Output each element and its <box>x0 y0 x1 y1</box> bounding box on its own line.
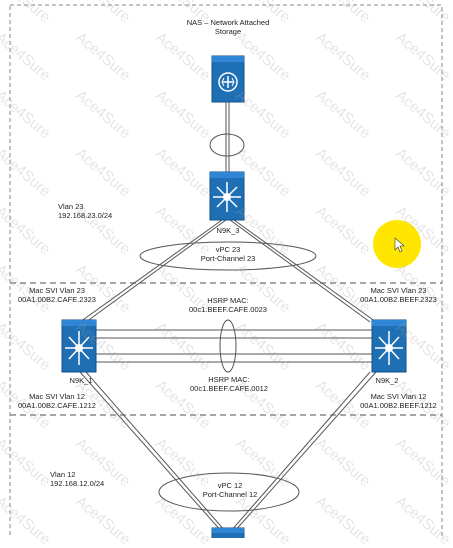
vpc23-port-channel: Port-Channel 23 <box>200 254 256 263</box>
link-n9k1-bottom-b <box>85 371 227 533</box>
n9k1-mac-vlan12-label: Mac SVI Vlan 12 00A1.00B2.CAFE.1212 <box>2 392 112 410</box>
vlan23-label: Vlan 23 192.168.23.0/24 <box>58 202 112 220</box>
hsrp23-label: HSRP MAC: 00c1.BEEF.CAFE.0023 <box>173 296 283 314</box>
nas-port-channel-ellipse <box>209 133 245 157</box>
peer-link-ellipse <box>219 319 237 373</box>
nas-label: NAS – Network Attached Storage <box>168 18 288 36</box>
nas-title-line2: Storage <box>214 27 242 36</box>
n9k2-mac-vlan12-label: Mac SVI Vlan 12 00A1.00B2.BEEF.1212 <box>346 392 451 410</box>
n9k3-switch-icon <box>209 171 245 221</box>
vpc23-ellipse <box>139 241 317 271</box>
vlan23-name: Vlan 23 <box>58 202 84 211</box>
hsrp12-value: 00c1.BEEF.CAFE.0012 <box>190 384 268 393</box>
link-n9k3-n9k1-b <box>85 219 227 323</box>
vlan23-subnet: 192.168.23.0/24 <box>58 211 113 220</box>
hsrp23-value: 00c1.BEEF.CAFE.0023 <box>189 305 267 314</box>
n9k1-mac-vlan23-value: 00A1.00B2.CAFE.2323 <box>18 295 96 304</box>
n9k2-switch-icon <box>371 319 407 373</box>
n9k1-mac-vlan23-label: Mac SVI Vlan 23 00A1.00B2.CAFE.2323 <box>2 286 112 304</box>
vpc23-name: vPC 23 <box>215 245 241 254</box>
n9k2-mac-vlan12-value: 00A1.00B2.BEEF.1212 <box>360 401 437 410</box>
vpc12-ellipse <box>158 472 300 512</box>
n9k2-mac-vlan23-label: Mac SVI Vlan 23 00A1.00B2.BEEF.2323 <box>346 286 451 304</box>
vlan12-subnet: 192.168.12.0/24 <box>50 479 105 488</box>
n9k2-mac-vlan12-title: Mac SVI Vlan 12 <box>370 392 427 401</box>
vlan12-label: Vlan 12 192.168.12.0/24 <box>50 470 104 488</box>
n9k2-mac-vlan23-value: 00A1.00B2.BEEF.2323 <box>360 295 437 304</box>
bottom-switch-icon <box>211 527 245 538</box>
vpc12-port-channel: Port-Channel 12 <box>202 490 258 499</box>
nas-device-icon <box>211 55 245 103</box>
link-n9k3-n9k1-a <box>79 219 223 323</box>
hsrp12-title: HSRP MAC: <box>208 375 250 384</box>
mouse-cursor-icon <box>394 237 405 253</box>
n9k1-mac-vlan23-title: Mac SVI Vlan 23 <box>29 286 85 295</box>
n9k1-switch-icon <box>61 319 97 373</box>
n9k1-mac-vlan12-value: 00A1.00B2.CAFE.1212 <box>18 401 96 410</box>
n9k3-label: N9K_3 <box>216 226 240 235</box>
n9k2-label: N9K_2 <box>375 376 399 385</box>
vlan12-name: Vlan 12 <box>50 470 76 479</box>
link-n9k3-n9k2-a <box>229 219 371 323</box>
hsrp23-title: HSRP MAC: <box>207 296 249 305</box>
n9k1-mac-vlan12-title: Mac SVI Vlan 12 <box>29 392 85 401</box>
vpc12-name: vPC 12 <box>217 481 243 490</box>
outer-dashed-frame <box>9 4 443 538</box>
link-n9k2-bottom-b <box>233 371 377 533</box>
vpc23-label: vPC 23 Port-Channel 23 <box>178 245 278 263</box>
link-n9k3-n9k2-b <box>233 219 377 323</box>
nas-title-line1: NAS – Network Attached <box>186 18 270 27</box>
vpc12-label: vPC 12 Port-Channel 12 <box>180 481 280 499</box>
n9k2-mac-vlan23-title: Mac SVI Vlan 23 <box>370 286 427 295</box>
hsrp12-label: HSRP MAC: 00c1.BEEF.CAFE.0012 <box>174 375 284 393</box>
n9k1-label: N9K_1 <box>69 376 93 385</box>
link-n9k1-bottom-a <box>79 371 223 533</box>
link-n9k2-bottom-a <box>229 371 371 533</box>
